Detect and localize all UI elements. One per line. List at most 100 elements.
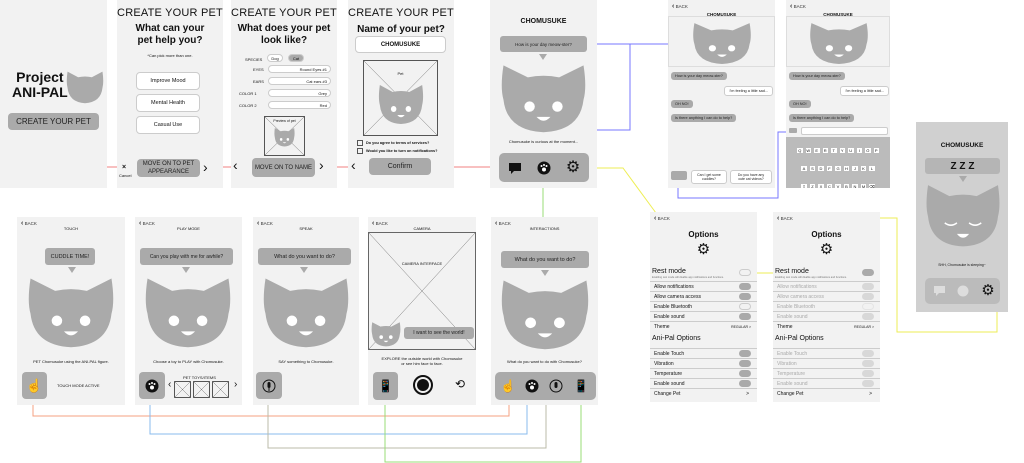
settings-gear-icon[interactable]: ⚙: [981, 282, 995, 299]
toy-slot[interactable]: [193, 381, 210, 398]
chevron-left-icon[interactable]: ‹: [351, 157, 356, 173]
chat-input-icon[interactable]: [671, 171, 687, 180]
key[interactable]: R: [821, 147, 829, 154]
back-button[interactable]: ‹ BACK: [777, 215, 793, 222]
key[interactable]: S: [808, 165, 817, 172]
species-dog[interactable]: Dog: [267, 54, 283, 62]
touch-hand-icon[interactable]: ☝: [500, 379, 516, 393]
change-pet-row[interactable]: Change Pet>: [650, 388, 757, 398]
option-toggle[interactable]: [862, 283, 874, 290]
settings-gear-icon[interactable]: ⚙: [565, 159, 581, 176]
key[interactable]: J: [851, 165, 859, 172]
option-toggle[interactable]: [739, 380, 751, 387]
option-toggle[interactable]: [739, 283, 751, 290]
microphone-icon[interactable]: [256, 372, 282, 399]
key[interactable]: A: [800, 165, 808, 172]
back-button[interactable]: ‹ BACK: [139, 220, 155, 227]
field-select[interactable]: Round Eyes #1: [268, 65, 331, 73]
option-toggle[interactable]: [862, 370, 874, 377]
key[interactable]: K: [859, 165, 868, 172]
key[interactable]: Y: [838, 147, 846, 154]
key[interactable]: F: [825, 165, 834, 172]
key[interactable]: M: [859, 183, 868, 188]
key[interactable]: B: [842, 183, 851, 188]
suggestion-reply[interactable]: Can I get some cuddles?: [691, 170, 727, 184]
key[interactable]: X: [817, 183, 825, 188]
back-button[interactable]: ‹ BACK: [495, 220, 511, 227]
key[interactable]: U: [847, 147, 855, 154]
next-button[interactable]: MOVE ON TO PET APPEARANCE: [137, 159, 200, 177]
option-toggle[interactable]: [862, 303, 874, 310]
key[interactable]: E: [813, 147, 821, 154]
pet-name-input[interactable]: CHOMUSUKE: [355, 36, 446, 53]
key[interactable]: D: [817, 165, 825, 172]
key[interactable]: Q: [796, 147, 804, 154]
key[interactable]: C: [825, 183, 834, 188]
key[interactable]: Ö: [864, 147, 872, 154]
chat-icon[interactable]: [789, 128, 797, 133]
option-toggle[interactable]: [862, 313, 874, 320]
option-toggle[interactable]: [739, 350, 751, 357]
phone-camera-icon[interactable]: 📱: [573, 379, 589, 393]
chevron-right-icon[interactable]: ›: [234, 379, 238, 390]
option-casual-use[interactable]: Casual Use: [136, 116, 200, 134]
key[interactable]: L: [868, 165, 876, 172]
notifications-checkbox[interactable]: [357, 148, 363, 154]
create-pet-button[interactable]: CREATE YOUR PET: [8, 113, 99, 130]
key[interactable]: P: [872, 147, 880, 154]
field-select[interactable]: Red: [268, 101, 331, 109]
back-button[interactable]: ‹ BACK: [21, 220, 37, 227]
rest-mode-toggle[interactable]: [862, 269, 874, 276]
chevron-right-icon[interactable]: ›: [319, 157, 324, 173]
back-button[interactable]: ‹ BACK: [257, 220, 273, 227]
chevron-left-icon[interactable]: ‹: [233, 157, 238, 173]
microphone-icon[interactable]: [547, 377, 565, 395]
key[interactable]: Z: [808, 183, 817, 188]
shutter-button[interactable]: [413, 375, 433, 395]
switch-camera-icon[interactable]: ⟲: [454, 377, 466, 391]
option-toggle[interactable]: [862, 380, 874, 387]
back-button[interactable]: ‹ BACK: [790, 3, 806, 10]
key[interactable]: W: [804, 147, 812, 154]
confirm-button[interactable]: Confirm: [369, 158, 431, 175]
toy-slot[interactable]: [174, 381, 191, 398]
key[interactable]: I: [855, 147, 863, 154]
option-improve-mood[interactable]: Improve Mood: [136, 72, 200, 90]
back-button[interactable]: ‹ BACK: [372, 220, 388, 227]
field-select[interactable]: Grey: [268, 89, 331, 97]
species-cat[interactable]: Cat: [288, 54, 304, 62]
touch-hand-icon[interactable]: ☝: [22, 372, 47, 399]
message-input[interactable]: [801, 127, 888, 135]
option-toggle[interactable]: [862, 350, 874, 357]
key[interactable]: N: [851, 183, 859, 188]
play-paw-icon[interactable]: [535, 159, 553, 177]
key[interactable]: ⇧: [800, 183, 808, 188]
rest-mode-toggle[interactable]: [739, 269, 751, 276]
key[interactable]: G: [834, 165, 842, 172]
play-paw-icon[interactable]: [523, 377, 541, 395]
cancel-label[interactable]: Cancel: [119, 173, 132, 178]
key[interactable]: T: [830, 147, 838, 154]
back-button[interactable]: ‹ BACK: [672, 3, 688, 10]
key[interactable]: ⌫: [868, 183, 876, 188]
option-toggle[interactable]: [739, 303, 751, 310]
phone-camera-icon[interactable]: 📱: [373, 372, 398, 400]
chevron-right-icon[interactable]: ›: [203, 159, 208, 175]
key[interactable]: H: [842, 165, 851, 172]
play-paw-icon[interactable]: [139, 372, 165, 399]
close-icon[interactable]: ×: [122, 164, 127, 171]
chat-icon[interactable]: [506, 159, 524, 177]
option-toggle[interactable]: [739, 313, 751, 320]
option-toggle[interactable]: [739, 360, 751, 367]
field-select[interactable]: Cat ears #3: [268, 77, 331, 85]
toy-slot[interactable]: [212, 381, 229, 398]
terms-checkbox[interactable]: [357, 140, 363, 146]
option-toggle[interactable]: [862, 360, 874, 367]
option-toggle[interactable]: [739, 370, 751, 377]
option-toggle[interactable]: [862, 293, 874, 300]
chevron-left-icon[interactable]: ‹: [168, 379, 172, 390]
suggestion-reply[interactable]: Do you have any cute cat videos?: [730, 170, 772, 184]
key[interactable]: V: [834, 183, 842, 188]
